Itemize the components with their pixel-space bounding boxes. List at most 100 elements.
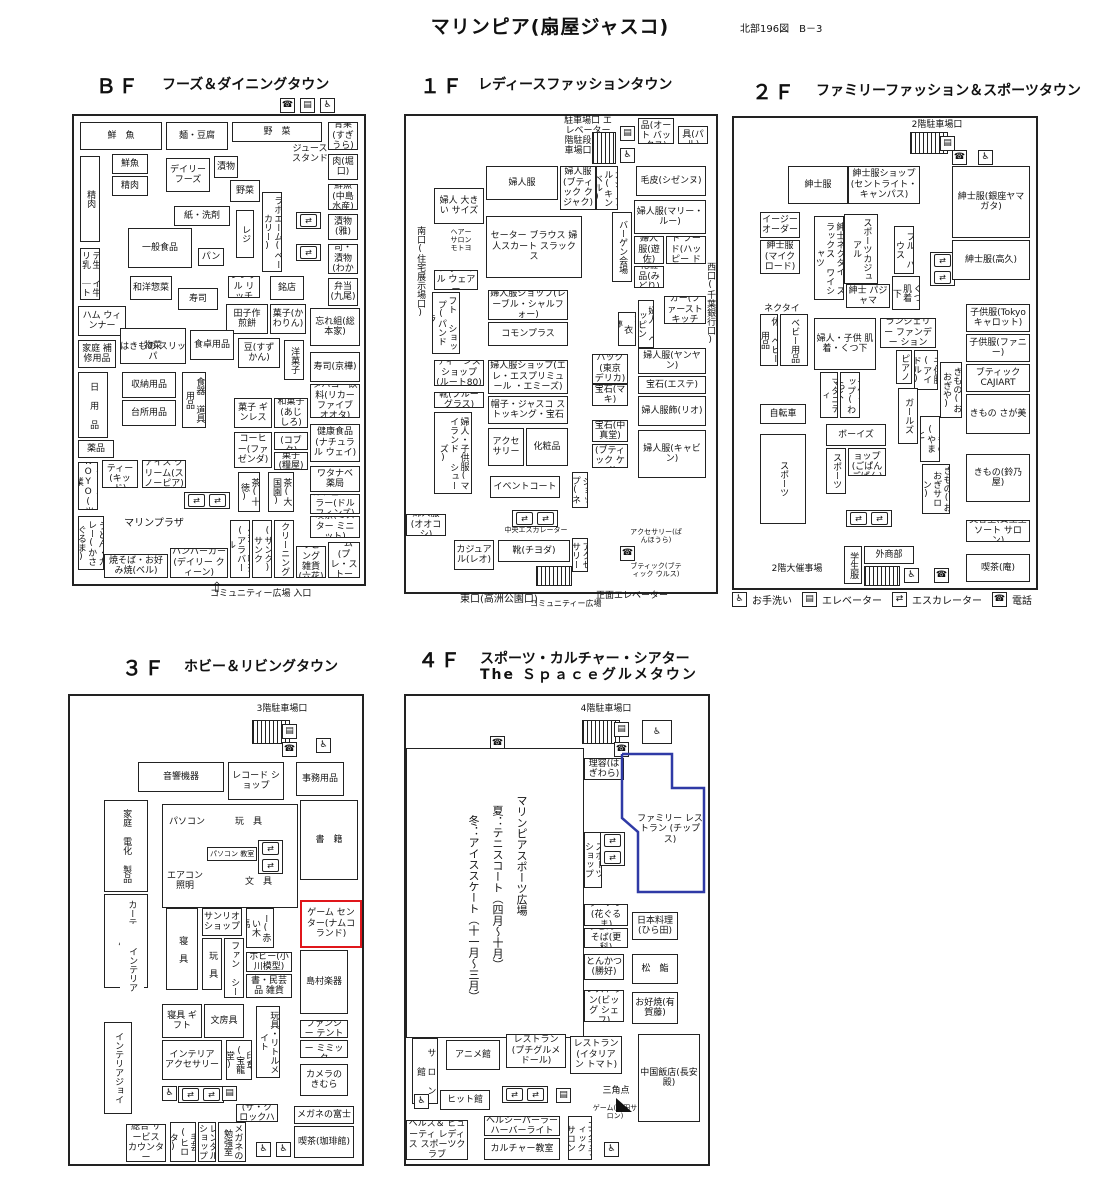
bf-sengyo[interactable]: 鮮 魚 [80,122,162,150]
f3-fancy-akai[interactable]: ファンシー(赤い木馬) [246,908,274,948]
f2-lingerie[interactable]: ランジェリー ファンデー ション [880,318,936,348]
f1-fastfood[interactable]: ファースト フード(ハッピー ドーナツ) [666,236,706,264]
f2-full[interactable]: フル ハウス [894,226,914,274]
f3-fancy[interactable]: ファン シー [224,938,244,998]
f2-girls[interactable]: ガールズ [898,388,918,444]
bf-yogashi[interactable]: 洋菓子 [284,340,304,380]
f3-aircon[interactable]: エアコン 照明 [167,871,204,892]
f1-shop-ele[interactable]: 婦人服ショップ(エレ・エスプリミュール ・エミーズ) [488,360,568,394]
f4-ramen[interactable]: ラーメン(花ぐるま) [584,904,628,926]
f1-houseki-este[interactable]: 宝石(エステ) [638,376,706,394]
bf-kami[interactable]: 紙・洗剤 [174,206,230,226]
f1-teens[interactable]: ティーンズ ショップ(ルート80) [434,360,484,386]
f2-sports2[interactable]: スポーツ [826,448,846,494]
f4-restaurant-itarian[interactable]: レストラン(イタリアン トマト) [570,1036,622,1074]
phone-icon[interactable]: ☎ [620,546,635,561]
f2-shinshi-yamagata[interactable]: 紳士服(銀座ヤマガタ) [952,166,1030,238]
f1-fujin-mari[interactable]: 婦人服(マリー・ルー) [634,200,706,234]
f3-sanrio[interactable]: サンリオ ショップ [202,908,242,936]
bf-bakery[interactable]: ラポエーム(ベーカリー) [262,192,282,272]
bf-wasure[interactable]: 忘れ組(総本家) [310,308,360,346]
f3-interia-joi[interactable]: インテリアジョイ [104,1022,132,1114]
f2-biyoushitsu[interactable]: 美容室(資生堂ソート サロン) [966,520,1030,542]
f2-jitensha[interactable]: 自転車 [760,404,806,424]
f3-fancy-tent[interactable]: ファンシー テント [300,1020,348,1038]
toilet-icon[interactable]: ♿ [620,148,635,163]
bf-wafu[interactable]: 和洋惣菜 [130,276,172,300]
f4-escalator-1[interactable]: ⇄⇄ [600,832,625,866]
f4-toilet-box[interactable]: ♿ [642,720,672,744]
bf-pan[interactable]: パン [198,248,224,266]
bf-kashi-ryoumi[interactable]: 菓子(糧屋) [274,452,308,470]
elevator-icon[interactable]: ▤ [940,136,955,151]
f3-shoseki[interactable]: 書 籍 [300,800,358,880]
f2-kyusho[interactable]: 休 ベビー用品 [760,314,778,366]
f2-kodomo-idol[interactable]: 子供服(アイドル) [914,350,938,390]
f2-kodomo-shop[interactable]: 子供ショップ(わらく) [840,372,860,418]
f1-formal[interactable]: フォーマル ウェアー [434,270,478,290]
f2-kimono-oogiya[interactable]: きもの(おおぎや) [940,362,962,418]
f1-keshiki[interactable]: 毛皮(シゼンヌ) [636,166,706,196]
bf-shokki[interactable]: 食器 道具用品 [182,372,206,428]
bf-sushi[interactable]: 寿司 [178,288,218,310]
f3-shingu[interactable]: 寝 具 [166,908,198,990]
f2-fujin-kodomo[interactable]: 婦人・子供 肌着・くつ下 [814,318,876,370]
f2-maternity[interactable]: マタニティ [820,372,838,418]
f4-sports-shop[interactable]: スポーツ ショップ [584,832,602,888]
bf-daikokuen[interactable]: 茶(大国園) [268,472,294,512]
bf-cleaning[interactable]: クリーニング [274,520,294,578]
bf-cha[interactable]: 茶(十徳) [238,472,260,512]
bf-yakuhin[interactable]: 薬品 [78,440,114,458]
f1-sweater[interactable]: セーター ブラウス 婦人スカート スラックス [486,216,582,278]
bf-tabako[interactable]: タバコ・飲料(リカー ファイブ オオタ) [310,384,360,418]
bf-ramen[interactable]: ラーメン KOYO(光業) [78,462,98,510]
toilet-icon[interactable]: ♿ [414,1094,429,1109]
f3-interia-acc[interactable]: インテリア アクセサリー [162,1040,222,1080]
elevator-icon[interactable]: ▤ [614,722,629,737]
f4-tonkatsu[interactable]: とんかつ(勝好) [584,954,624,980]
f3-shoseki-kan[interactable]: 書・民芸品 雑貨 [246,974,292,998]
f1-shoushoku[interactable]: 婦人服飾(リオ) [638,396,706,426]
bf-ham[interactable]: ハム ウィンナー [78,306,126,336]
bf-bento[interactable]: 弁当(九尾) [328,278,358,306]
f4-stairs[interactable] [582,720,620,744]
f1-bargain[interactable]: バーゲン会場 [612,212,632,282]
toilet-icon[interactable]: ♿ [904,568,919,583]
f4-restaurant-pachi[interactable]: レストラン(プチグルメドール) [506,1034,566,1068]
f3-fancy-mimic[interactable]: ファンシー ミミック [300,1040,348,1058]
bf-reji[interactable]: レジ [236,210,254,258]
bf-seiniku[interactable]: 精肉 [80,156,100,242]
bf-mame[interactable]: 豆(すずかん) [238,338,280,368]
bf-yasai[interactable]: 野 菜 [232,122,322,142]
f2-kimono-suzuno[interactable]: きもの(鈴乃屋) [966,454,1030,502]
bf-sengyo-nakajima[interactable]: 鮮魚(中島水産) [328,184,358,210]
f2-baby[interactable]: ベビー用品 [780,314,808,366]
bf-tsukemono[interactable]: 漬物(雅) [328,214,358,240]
f2-pajama[interactable]: 紳士 パジャマ [846,284,890,308]
f2-sports[interactable]: スポーツ [760,434,806,524]
f2-escalator-1[interactable]: ⇄⇄ [930,252,955,286]
f3-record[interactable]: レコード ショップ [228,762,284,800]
f3-kissa[interactable]: 喫茶(珈琲館) [294,1126,354,1158]
f3-shingu-gift[interactable]: 寝具 ギフト [162,1004,202,1038]
f2-easy[interactable]: イージー オーダー [760,212,800,238]
f2-front-stairs[interactable] [864,566,900,586]
bf-hakimono[interactable]: 物菜 [120,328,186,364]
bf-niku-horiguchi[interactable]: 肉(堀口) [328,154,358,180]
f1-boushi[interactable]: 帽子・ジャスコ ストッキング・宝石 [488,396,568,424]
bf-sushi-wakayagi[interactable]: 寿司・漬物(わかやぎ) [328,244,358,274]
bf-yakisoba[interactable]: 焼そば・お好み焼(ベル) [104,554,168,578]
bf-nichiyo[interactable]: 日 用 品 [78,372,108,438]
bf-escalator-1[interactable]: ⇄ [296,212,321,229]
f3-megane-fuji[interactable]: メガネの富士 [294,1106,354,1124]
bf-seika[interactable]: 生花・喫茶(アラバール) [230,520,250,578]
toilet-icon[interactable]: ♿ [320,98,335,113]
f3-pasokon[interactable]: パソコン [169,817,206,827]
f1-houseki[interactable]: 宝石(マキ) [592,384,628,406]
f3-jimu[interactable]: 事務用品 [296,762,344,796]
bf-sengyo2[interactable]: 鮮魚 [112,154,148,174]
bf-tanaka[interactable]: 田子作 煎餅 [226,304,268,334]
bf-reform[interactable]: リフォーム(プレ・ストーン) [328,542,360,578]
f1-kesho[interactable]: 化粧品(みどり) [634,266,664,288]
bf-ippan[interactable]: 一般食品 [128,228,192,268]
